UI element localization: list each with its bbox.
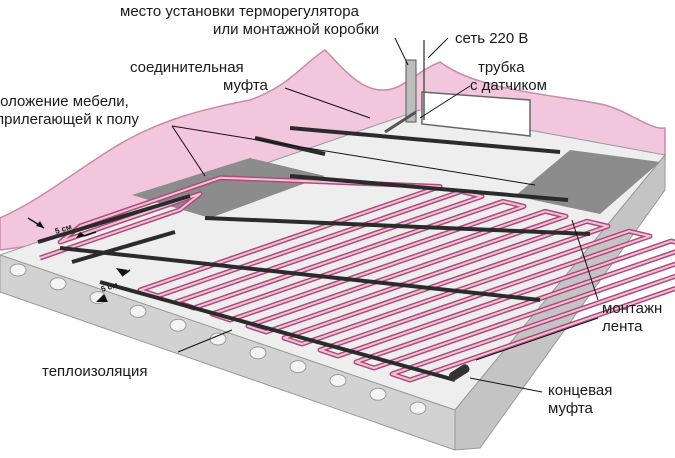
- mounting-tape: [204, 216, 591, 236]
- mounting-tapes: [37, 126, 591, 382]
- label-end-coupling-1: концевая: [548, 382, 612, 399]
- label-mains: сеть 220 В: [455, 30, 528, 47]
- label-thermostat-2: или монтажной коробки: [213, 21, 379, 38]
- leader-furniture-right: [171, 125, 536, 186]
- leader-mount-tape-1: [571, 219, 599, 301]
- conduit-tube: [405, 59, 417, 123]
- label-coupling-1: соединительная: [130, 59, 244, 76]
- slab-hole: [249, 346, 267, 360]
- label-end-coupling-2: муфта: [548, 400, 594, 417]
- label-furniture-1: положение мебели,: [0, 93, 129, 110]
- slab-hole: [169, 318, 187, 332]
- slab-hole: [129, 304, 147, 318]
- slab-hole: [49, 277, 67, 291]
- leader-tube: [419, 85, 471, 119]
- wall-box: [421, 91, 531, 137]
- mounting-tape: [59, 246, 541, 302]
- slab-holes: [9, 263, 427, 415]
- label-mount-tape-2: лента: [602, 318, 643, 335]
- leader-insulation: [177, 329, 233, 353]
- label-tube-1: трубка: [478, 59, 525, 76]
- mounting-tape: [37, 194, 191, 244]
- mounting-tape: [289, 126, 561, 154]
- slab-hole: [209, 332, 227, 346]
- label-coupling-2: муфта: [223, 77, 269, 94]
- label-tube-2: с датчиком: [470, 77, 547, 94]
- sensor-tube: [384, 110, 417, 134]
- mounting-tape: [254, 136, 326, 156]
- leader-thermostat: [394, 37, 409, 66]
- slab-hole: [9, 263, 27, 277]
- label-mount-tape-1: монтажн: [602, 300, 662, 317]
- mounting-tape: [71, 230, 176, 264]
- leader-furniture-left: [171, 125, 206, 177]
- slab-hole: [409, 401, 427, 415]
- leader-mains: [427, 37, 449, 59]
- heating-cable: [39, 175, 675, 383]
- mounting-tape: [99, 280, 456, 382]
- label-insulation: теплоизоляция: [42, 363, 148, 380]
- label-furniture-2: прилегающей к полу: [0, 111, 139, 128]
- label-thermostat-1: место установки терморегулятора: [120, 3, 360, 20]
- leader-mount-tape-2: [475, 317, 599, 361]
- mounting-tape: [289, 174, 569, 202]
- leader-coupling: [284, 87, 371, 119]
- slab-hole: [369, 387, 387, 401]
- end-coupling: [449, 364, 470, 381]
- slab-hole: [329, 373, 347, 387]
- cable-core: [39, 176, 675, 381]
- leader-end-coupling: [469, 377, 543, 393]
- slab-hole: [289, 360, 307, 374]
